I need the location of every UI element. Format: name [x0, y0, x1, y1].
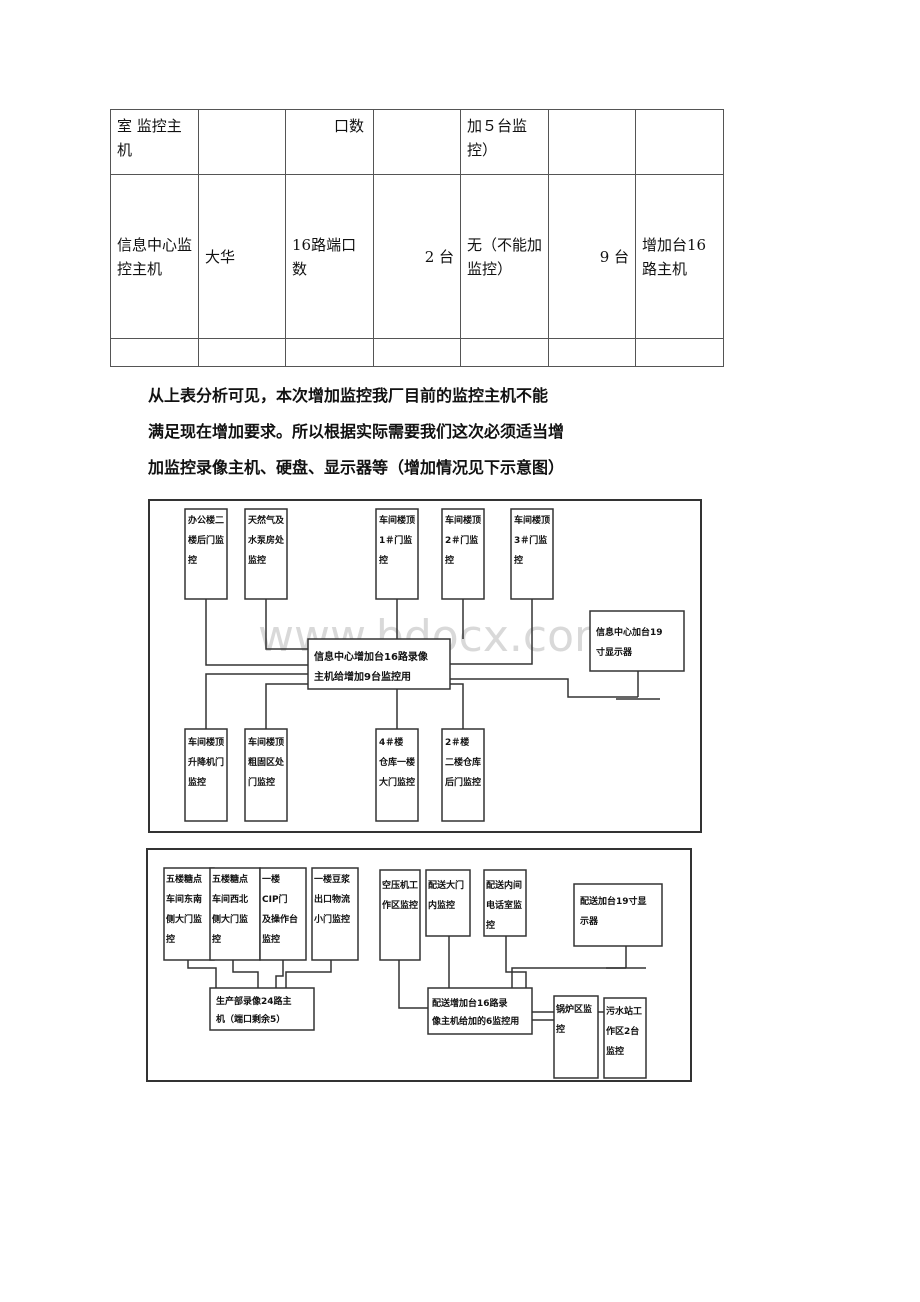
camera-label: 污水站工作区2台监控 — [606, 1005, 642, 1057]
right-bottom-camera-boxes: 锅炉区监控 污水站工作区2台监控 — [553, 995, 647, 1079]
paragraph-line: 加监控录像主机、硬盘、显示器等（增加情况见下示意图） — [148, 458, 565, 477]
camera-label: 天然气及水泵房处监控 — [248, 514, 285, 566]
camera-label: 配送内间电话室监控 — [486, 879, 522, 931]
table-row: 室 监控主机 口数 加５台监控） — [110, 109, 724, 175]
delivery-host-box — [427, 987, 533, 1035]
table-cell — [373, 109, 461, 175]
camera-label: 一楼豆浆出口物流小门监控 — [313, 873, 351, 925]
table-row: 信息中心监 控主机 大华 16路端口数 2 台 无（不能加监控） 9 台 增加台… — [110, 174, 724, 339]
recording-host-label: 信息中心增加台16路录像 主机给增加9台监控用 — [314, 650, 431, 683]
monitor-label: 信息中心加台19 寸显示器 — [596, 626, 666, 658]
info-center-diagram: www.bdocx.com 办公楼二楼后门监控 天然气及水泵房处监控 — [148, 499, 704, 835]
monitor-label: 配送加台19寸显 示器 — [580, 895, 650, 927]
recording-host-box — [307, 638, 451, 690]
table-cell: 无（不能加监控） — [460, 174, 549, 339]
table-cell: 2 台 — [373, 174, 461, 339]
table-cell: 信息中心监 控主机 — [110, 174, 199, 339]
table-cell: 增加台16路主机 — [635, 174, 724, 339]
production-host-label: 生产部录像24路主 机（端口剩余5） — [216, 995, 295, 1025]
camera-label: 锅炉区监控 — [555, 1003, 592, 1035]
camera-label: 空压机工作区监控 — [382, 879, 418, 911]
table-cell: 16路端口数 — [285, 174, 374, 339]
camera-label: 办公楼二楼后门监控 — [188, 514, 224, 566]
camera-label: 五楼糖点车间东南侧大门监控 — [166, 873, 202, 945]
delivery-host-label: 配送增加台16路录 像主机给加的6监控用 — [431, 997, 519, 1027]
monitor-icon — [573, 883, 663, 969]
analysis-paragraph: 从上表分析可见，本次增加监控我厂目前的监控主机不能 满足现在增加要求。所以根据实… — [148, 378, 668, 486]
right-camera-boxes: 空压机工作区监控 配送大门内监控 配送内间电话室监控 — [379, 869, 527, 961]
table-cell — [635, 109, 724, 175]
table-cell: 加５台监控） — [460, 109, 549, 175]
camera-label: 五楼糖点车间西北侧大门监控 — [212, 873, 248, 945]
table-row — [110, 338, 724, 367]
camera-label: 4＃楼仓库一楼大门监控 — [378, 736, 415, 788]
production-host-box — [209, 987, 315, 1031]
monitor-host-table: 室 监控主机 口数 加５台监控） 信息中心监 控主机 大华 16路端口数 2 台… — [110, 109, 724, 367]
bottom-camera-boxes: 车间楼顶升降机门监控 车间楼顶粗固区处门监控 4＃楼仓库一楼大门监控 2＃楼二楼… — [184, 728, 485, 822]
table-cell: 9 台 — [548, 174, 636, 339]
camera-label: 车间楼顶升降机门监控 — [188, 736, 224, 788]
table-cell: 大华 — [198, 174, 286, 339]
table-cell — [548, 109, 636, 175]
table-cell: 口数 — [285, 109, 374, 175]
paragraph-line: 从上表分析可见，本次增加监控我厂目前的监控主机不能 — [148, 386, 549, 405]
table-cell: 室 监控主机 — [110, 109, 199, 175]
camera-label: 配送大门内监控 — [428, 879, 464, 911]
table-cell — [198, 109, 286, 175]
monitor-icon — [589, 610, 685, 700]
camera-label: 车间楼顶粗固区处门监控 — [248, 736, 285, 788]
paragraph-line: 满足现在增加要求。所以根据实际需要我们这次必须适当增 — [148, 422, 565, 441]
camera-label: 2＃楼二楼仓库后门监控 — [445, 736, 481, 788]
